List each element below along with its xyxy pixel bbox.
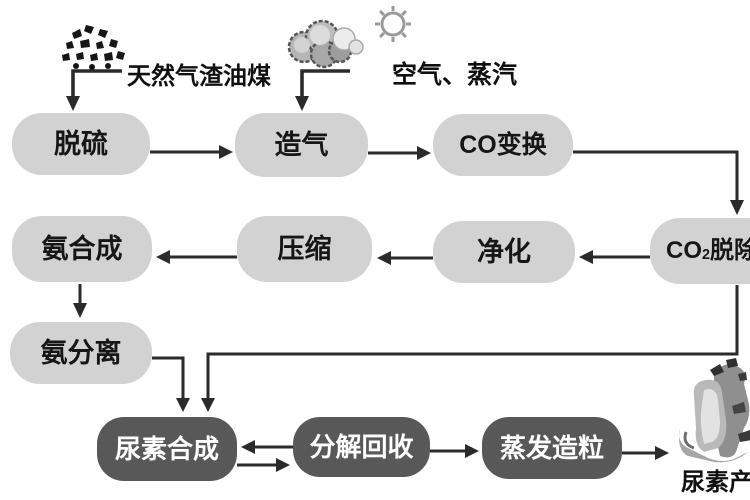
node-gasification: 造气 — [235, 113, 368, 177]
node-decomposition-recovery: 分解回收 — [293, 417, 430, 477]
node-ammonia-synthesis: 氨合成 — [12, 216, 152, 282]
co2-label-suffix: 脱除 — [710, 237, 750, 264]
co2-label-subscript: 2 — [702, 246, 711, 263]
node-ammonia-separation: 氨分离 — [10, 322, 152, 384]
sun-icon — [375, 6, 411, 42]
air-steam-annotation: 空气、蒸汽 — [392, 61, 518, 89]
urea-product-bags-icon — [679, 358, 750, 463]
node-urea-synthesis: 尿素合成 — [97, 417, 237, 481]
node-desulfurization: 脱硫 — [12, 113, 150, 175]
node-co-shift: CO变换 — [433, 114, 573, 176]
node-purification: 净化 — [433, 221, 575, 283]
feedstock-annotation: 天然气渣油煤 — [127, 63, 271, 90]
urea-product-label: 尿素产品 — [681, 469, 750, 496]
node-compression: 压缩 — [237, 216, 372, 282]
cloud-icon — [287, 19, 364, 69]
node-evaporation-granulation: 蒸发造粒 — [482, 417, 622, 479]
coal-lumps-icon — [62, 25, 125, 70]
co2-label-prefix: CO — [666, 237, 702, 264]
